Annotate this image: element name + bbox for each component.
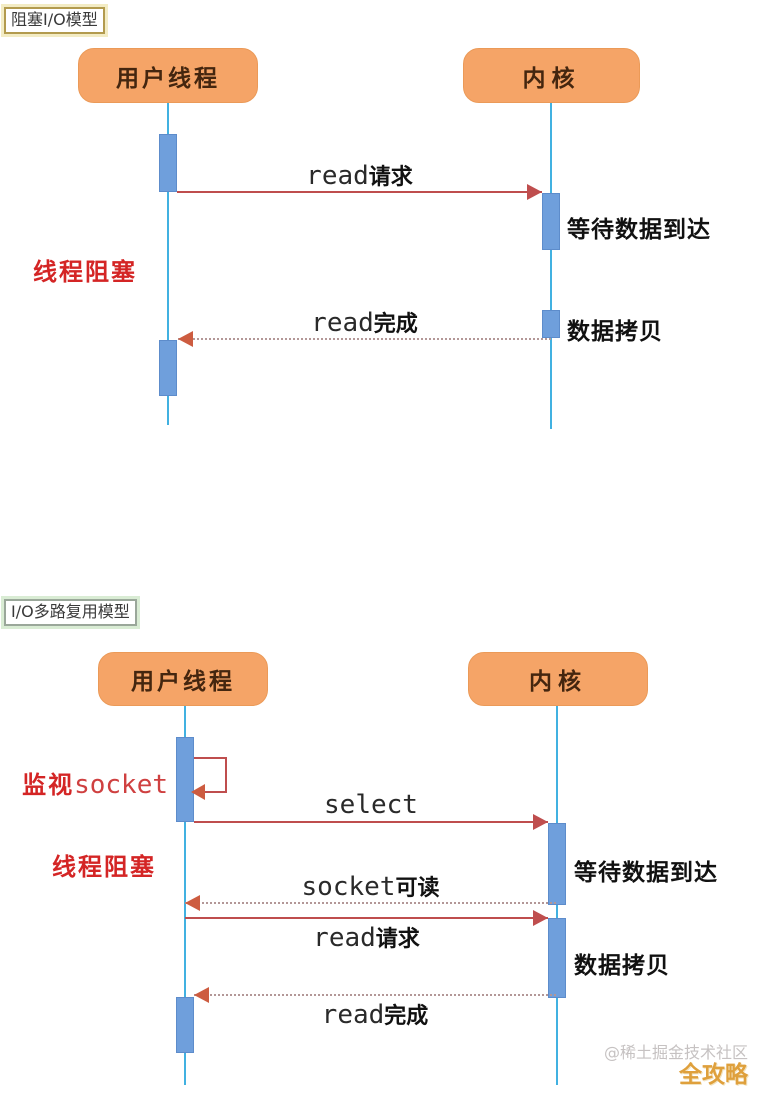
activation-user-1-d1	[159, 134, 177, 192]
message-label-read-request-d2: read请求	[185, 921, 548, 953]
note-wait-data-d2: 等待数据到达	[574, 860, 718, 886]
read-request-cjk-d1: 请求	[368, 165, 413, 190]
arrowhead-left-icon	[178, 331, 193, 347]
message-label-read-request-d1: read请求	[177, 159, 542, 191]
note-thread-blocked-d2: 线程阻塞	[52, 853, 156, 881]
arrow-read-request-d1	[177, 184, 542, 200]
arrowhead-right-icon	[533, 814, 548, 830]
activation-kernel-wait-d2	[548, 823, 566, 905]
note-data-copy-d2: 数据拷贝	[574, 953, 670, 979]
read-complete-latin-d2: read	[321, 1000, 385, 1030]
activation-kernel-wait-d1	[542, 193, 560, 250]
arrow-read-complete-d1	[178, 331, 551, 347]
actor-user-thread-d1: 用户线程	[78, 48, 258, 103]
lifeline-user-d1	[167, 103, 169, 425]
watermark-community-text: @稀土掘金技术社区	[603, 1043, 748, 1062]
arrow-socket-readable-d2	[185, 895, 556, 911]
section-tag-io-multiplexing: I/O多路复用模型	[4, 599, 137, 626]
actor-kernel-d1: 内核	[463, 48, 640, 103]
read-complete-cjk-d1: 完成	[373, 312, 418, 337]
message-label-select-d2: select	[194, 790, 548, 820]
activation-user-2-d2	[176, 997, 194, 1053]
arrowhead-left-icon	[194, 987, 209, 1003]
actor-kernel-d2: 内核	[468, 652, 648, 706]
read-request-cjk-d2: 请求	[375, 927, 420, 952]
activation-kernel-copy-d1	[542, 310, 560, 338]
note-thread-blocked-d1: 线程阻塞	[33, 258, 137, 286]
actor-user-thread-d2: 用户线程	[98, 652, 268, 706]
read-complete-latin-d1: read	[311, 308, 374, 338]
arrowhead-right-icon	[527, 184, 542, 200]
lifeline-kernel-d1	[550, 103, 552, 429]
arrow-read-request-d2	[185, 910, 548, 926]
note-monitor-socket-d2: 监视socket	[8, 765, 168, 800]
read-request-latin-d1: read	[306, 161, 369, 191]
arrow-read-complete-d2	[194, 987, 556, 1003]
arrowhead-left-icon	[185, 895, 200, 911]
arrow-select-d2	[194, 814, 548, 830]
message-label-read-complete-d2: read完成	[194, 998, 556, 1030]
activation-kernel-copy-d2	[548, 918, 566, 998]
section-tag-blocking-io: 阻塞I/O模型	[4, 7, 105, 34]
message-label-socket-readable-d2: socket可读	[185, 870, 556, 902]
monitor-latin-d2: socket	[74, 770, 168, 800]
read-complete-cjk-d2: 完成	[384, 1004, 429, 1029]
activation-user-1-d2	[176, 737, 194, 822]
read-request-latin-d2: read	[313, 923, 376, 953]
note-data-copy-d1: 数据拷贝	[567, 319, 663, 345]
self-loop-monitor-socket	[191, 757, 227, 800]
monitor-cjk-d2: 监视	[22, 771, 75, 799]
socket-readable-cjk-d2: 可读	[395, 876, 440, 901]
select-latin-d2: select	[324, 790, 418, 820]
socket-readable-latin-d2: socket	[301, 872, 396, 902]
activation-user-2-d1	[159, 340, 177, 396]
arrowhead-left-icon	[191, 784, 205, 800]
arrowhead-right-icon	[533, 910, 548, 926]
watermark-badge-text: 全攻略	[679, 1062, 748, 1089]
watermark: @稀土掘金技术社区 全攻略	[603, 1043, 748, 1089]
message-label-read-complete-d1: read完成	[178, 306, 551, 338]
note-wait-data-d1: 等待数据到达	[567, 217, 711, 243]
